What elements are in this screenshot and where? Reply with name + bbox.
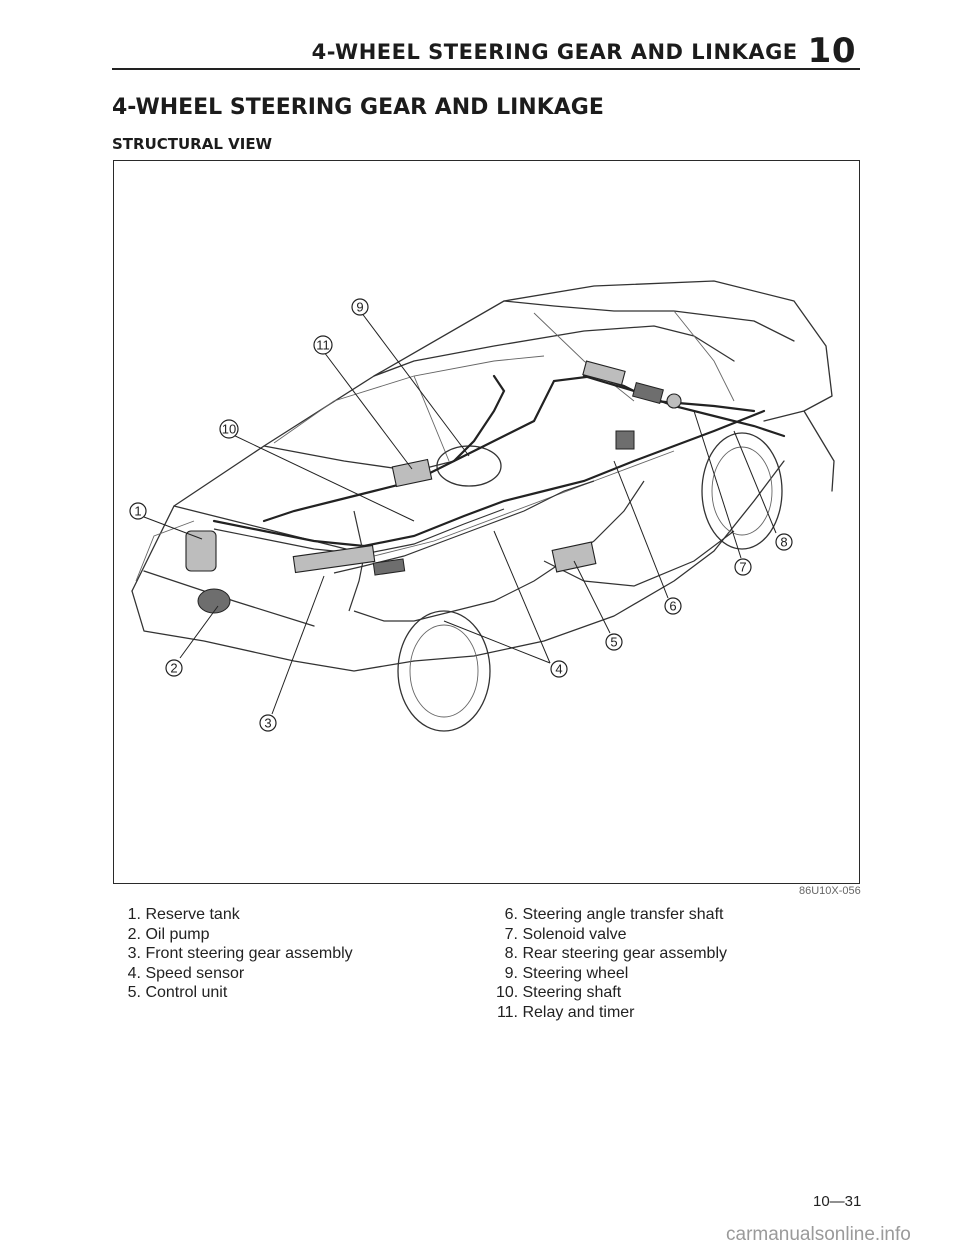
structural-view-figure: 1 2 3 4 5 6 7 8 9 10 11 bbox=[113, 160, 860, 884]
legend-number: 10. bbox=[496, 984, 519, 1001]
legend-item: 9. Steering wheel bbox=[496, 964, 727, 984]
legend-item: 5. Control unit bbox=[127, 983, 353, 1003]
callout-7: 7 bbox=[734, 558, 752, 576]
legend-number: 6. bbox=[504, 906, 518, 923]
legend-number: 7. bbox=[504, 925, 518, 943]
callout-2: 2 bbox=[165, 659, 183, 677]
legend-item: 7. Solenoid valve bbox=[496, 925, 727, 945]
legend-label: Reserve tank bbox=[145, 906, 240, 923]
callout-3: 3 bbox=[259, 714, 277, 732]
legend-item: 6. Steering angle transfer shaft bbox=[496, 905, 727, 925]
legend-label: Front steering gear assembly bbox=[145, 945, 353, 962]
reserve-tank-shape bbox=[185, 530, 217, 572]
running-header: 4-WHEEL STEERING GEAR AND LINKAGE 10 bbox=[311, 28, 856, 71]
callout-8-label: 8 bbox=[780, 535, 787, 550]
legend-number: 5. bbox=[127, 984, 141, 1001]
callout-7-label: 7 bbox=[739, 560, 746, 575]
page-number: 10—31 bbox=[813, 1193, 862, 1210]
callout-9-label: 9 bbox=[356, 300, 363, 315]
legend-number: 1. bbox=[127, 906, 141, 923]
legend-item: 11. Relay and timer bbox=[496, 1003, 727, 1023]
callout-1-label: 1 bbox=[134, 504, 141, 519]
legend-number: 11. bbox=[496, 1003, 518, 1021]
callout-4: 4 bbox=[550, 660, 568, 678]
running-header-text: 4-WHEEL STEERING GEAR AND LINKAGE bbox=[311, 40, 798, 64]
section-title: 4-WHEEL STEERING GEAR AND LINKAGE bbox=[112, 95, 604, 120]
legend-label: Steering wheel bbox=[522, 964, 629, 982]
legend-label: Solenoid valve bbox=[522, 925, 627, 943]
legend-item: 3. Front steering gear assembly bbox=[127, 944, 353, 964]
legend-item: 1. Reserve tank bbox=[127, 905, 353, 925]
legend-number: 9. bbox=[504, 964, 518, 982]
legend-item: 8. Rear steering gear assembly bbox=[496, 944, 727, 964]
legend-label: Steering angle transfer shaft bbox=[522, 906, 724, 923]
callout-8: 8 bbox=[775, 533, 793, 551]
control-unit-shape bbox=[551, 541, 597, 573]
subsection-title: STRUCTURAL VIEW bbox=[112, 135, 273, 153]
callout-5: 5 bbox=[605, 633, 623, 651]
steering-linkage bbox=[185, 360, 786, 622]
legend-number: 2. bbox=[127, 925, 141, 943]
car-body bbox=[131, 280, 835, 732]
legend-item: 4. Speed sensor bbox=[127, 964, 353, 984]
header-rule bbox=[112, 68, 860, 70]
legend-label: Oil pump bbox=[145, 925, 210, 943]
figure-code: 86U10X-056 bbox=[799, 885, 861, 897]
callout-4-label: 4 bbox=[555, 662, 562, 677]
legend-label: Steering shaft bbox=[522, 984, 622, 1001]
callout-2-label: 2 bbox=[170, 661, 177, 676]
callout-10: 10 bbox=[219, 419, 239, 439]
callout-10-label: 10 bbox=[222, 422, 236, 437]
legend-item: 2. Oil pump bbox=[127, 925, 353, 945]
legend-item: 10. Steering shaft bbox=[496, 983, 727, 1003]
callout-9: 9 bbox=[351, 298, 369, 316]
callout-11: 11 bbox=[313, 335, 333, 355]
callout-6: 6 bbox=[664, 597, 682, 615]
legend-left: 1. Reserve tank 2. Oil pump 3. Front ste… bbox=[127, 905, 353, 1003]
legend-number: 8. bbox=[504, 945, 518, 962]
legend-label: Control unit bbox=[145, 984, 228, 1001]
steering-wheel-shape bbox=[436, 445, 502, 487]
leader-lines bbox=[143, 307, 777, 715]
car-steering-illustration: 1 2 3 4 5 6 7 8 9 10 11 bbox=[129, 280, 835, 732]
oil-pump-shape bbox=[197, 588, 231, 614]
legend-label: Rear steering gear assembly bbox=[522, 945, 727, 962]
callout-3-label: 3 bbox=[264, 716, 271, 731]
callout-6-label: 6 bbox=[669, 599, 676, 614]
legend-label: Speed sensor bbox=[145, 964, 245, 982]
legend-number: 4. bbox=[127, 964, 141, 982]
watermark: carmanualsonline.info bbox=[726, 1224, 911, 1245]
legend-right: 6. Steering angle transfer shaft 7. Sole… bbox=[496, 905, 727, 1022]
legend-number: 3. bbox=[127, 945, 141, 962]
callout-11-label: 11 bbox=[316, 338, 330, 353]
solenoid-valve-shape bbox=[615, 430, 635, 450]
legend-label: Relay and timer bbox=[522, 1003, 635, 1021]
callout-1: 1 bbox=[129, 502, 147, 520]
relay-timer-shape bbox=[391, 458, 433, 488]
section-number: 10 bbox=[807, 31, 856, 71]
callout-5-label: 5 bbox=[610, 635, 617, 650]
